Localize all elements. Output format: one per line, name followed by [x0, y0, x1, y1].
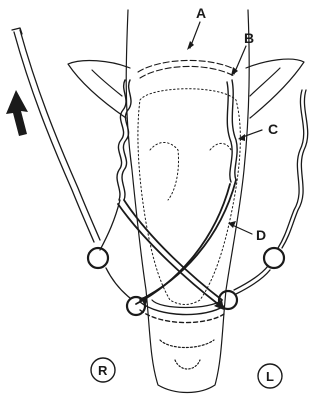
- label-pointers: [190, 22, 262, 234]
- crossing-strap-2: [136, 180, 236, 304]
- crossing-strap-1: [118, 200, 222, 304]
- label-d: D: [256, 227, 266, 243]
- side-left-label: L: [266, 369, 274, 384]
- ring-left-cheek: [264, 248, 284, 268]
- side-right-label: R: [98, 363, 108, 378]
- label-a: A: [196, 5, 206, 21]
- up-left-arrow-icon: [6, 90, 28, 136]
- headstall-left: [227, 80, 237, 182]
- noseband-dashed: [138, 60, 236, 78]
- pointer-a-head: [187, 41, 194, 50]
- label-b: B: [244, 30, 254, 46]
- label-c: C: [268, 121, 278, 137]
- ear-left: [246, 59, 304, 118]
- ring-right-cheek: [88, 248, 108, 268]
- pointer-c-head: [238, 134, 245, 141]
- ear-right: [68, 61, 130, 118]
